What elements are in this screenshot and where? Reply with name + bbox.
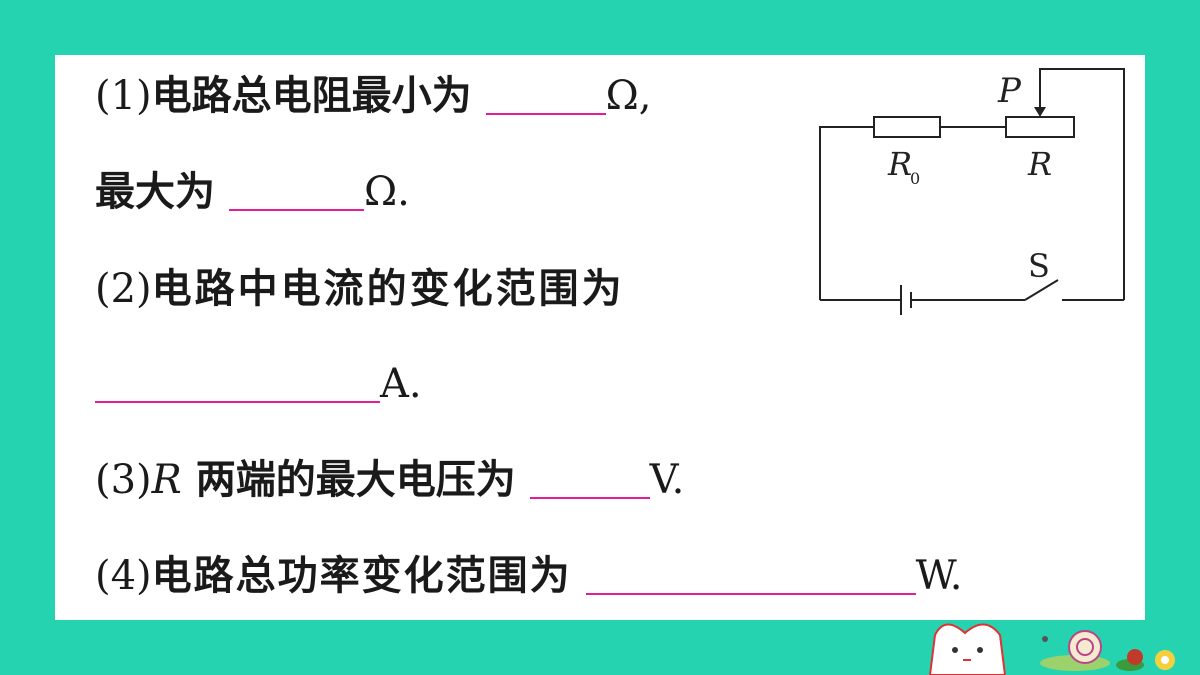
circuit-diagram: P R 0 R S: [819, 68, 1125, 315]
label-r: R: [1027, 145, 1052, 183]
question-3-text: 两端的最大电压为: [181, 457, 516, 503]
variable-r: R: [151, 457, 182, 503]
question-2-number: (2): [95, 266, 152, 312]
question-2-line2: A.: [95, 360, 422, 408]
label-r0-subscript: 0: [910, 169, 920, 188]
question-1-line1: (1)电路总电阻最小为 Ω,: [95, 72, 652, 120]
question-4-number: (4): [95, 553, 152, 599]
slider-arrow-icon: [1034, 107, 1046, 117]
question-3-number: (3): [95, 457, 152, 503]
rheostat-r: [1005, 116, 1075, 138]
question-1-text-a: 电路总电阻最小为: [151, 73, 472, 119]
answer-blank-3[interactable]: [529, 457, 650, 499]
unit-ampere: A.: [380, 361, 422, 407]
unit-volt: V.: [649, 457, 685, 503]
question-2-text: 电路中电流的变化范围为: [151, 266, 625, 312]
decorative-cartoon: [928, 623, 1175, 675]
answer-blank-1a[interactable]: [485, 73, 606, 115]
resistor-r0: [873, 116, 941, 138]
label-s: S: [1028, 247, 1050, 285]
question-3-line: (3)R 两端的最大电压为 V.: [95, 456, 684, 504]
question-4-text: 电路总功率变化范围为: [151, 553, 572, 599]
small-snail-icon: [1116, 649, 1144, 671]
answer-blank-2[interactable]: [95, 361, 380, 403]
wire-slider: [1039, 68, 1125, 300]
question-card: [55, 55, 1145, 620]
answer-blank-1b[interactable]: [228, 169, 364, 211]
unit-ohm-a: Ω,: [605, 73, 652, 119]
question-1-line2: 最大为 Ω.: [95, 168, 410, 216]
question-4-line: (4)电路总功率变化范围为 W.: [95, 552, 962, 600]
wire-left: [819, 126, 874, 300]
label-r0: R: [887, 145, 912, 183]
cartoon-character-icon: [928, 623, 1007, 675]
unit-ohm-b: Ω.: [363, 169, 410, 215]
label-p: P: [997, 71, 1022, 111]
question-2-line1: (2)电路中电流的变化范围为: [95, 265, 625, 313]
answer-blank-4[interactable]: [585, 553, 916, 595]
question-1-text-b: 最大为: [95, 169, 215, 215]
unit-watt: W.: [915, 553, 963, 599]
snail-icon: [1040, 630, 1110, 671]
question-1-number: (1): [95, 73, 152, 119]
switch-blade: [1024, 279, 1059, 301]
flower-icon: [1155, 650, 1175, 670]
